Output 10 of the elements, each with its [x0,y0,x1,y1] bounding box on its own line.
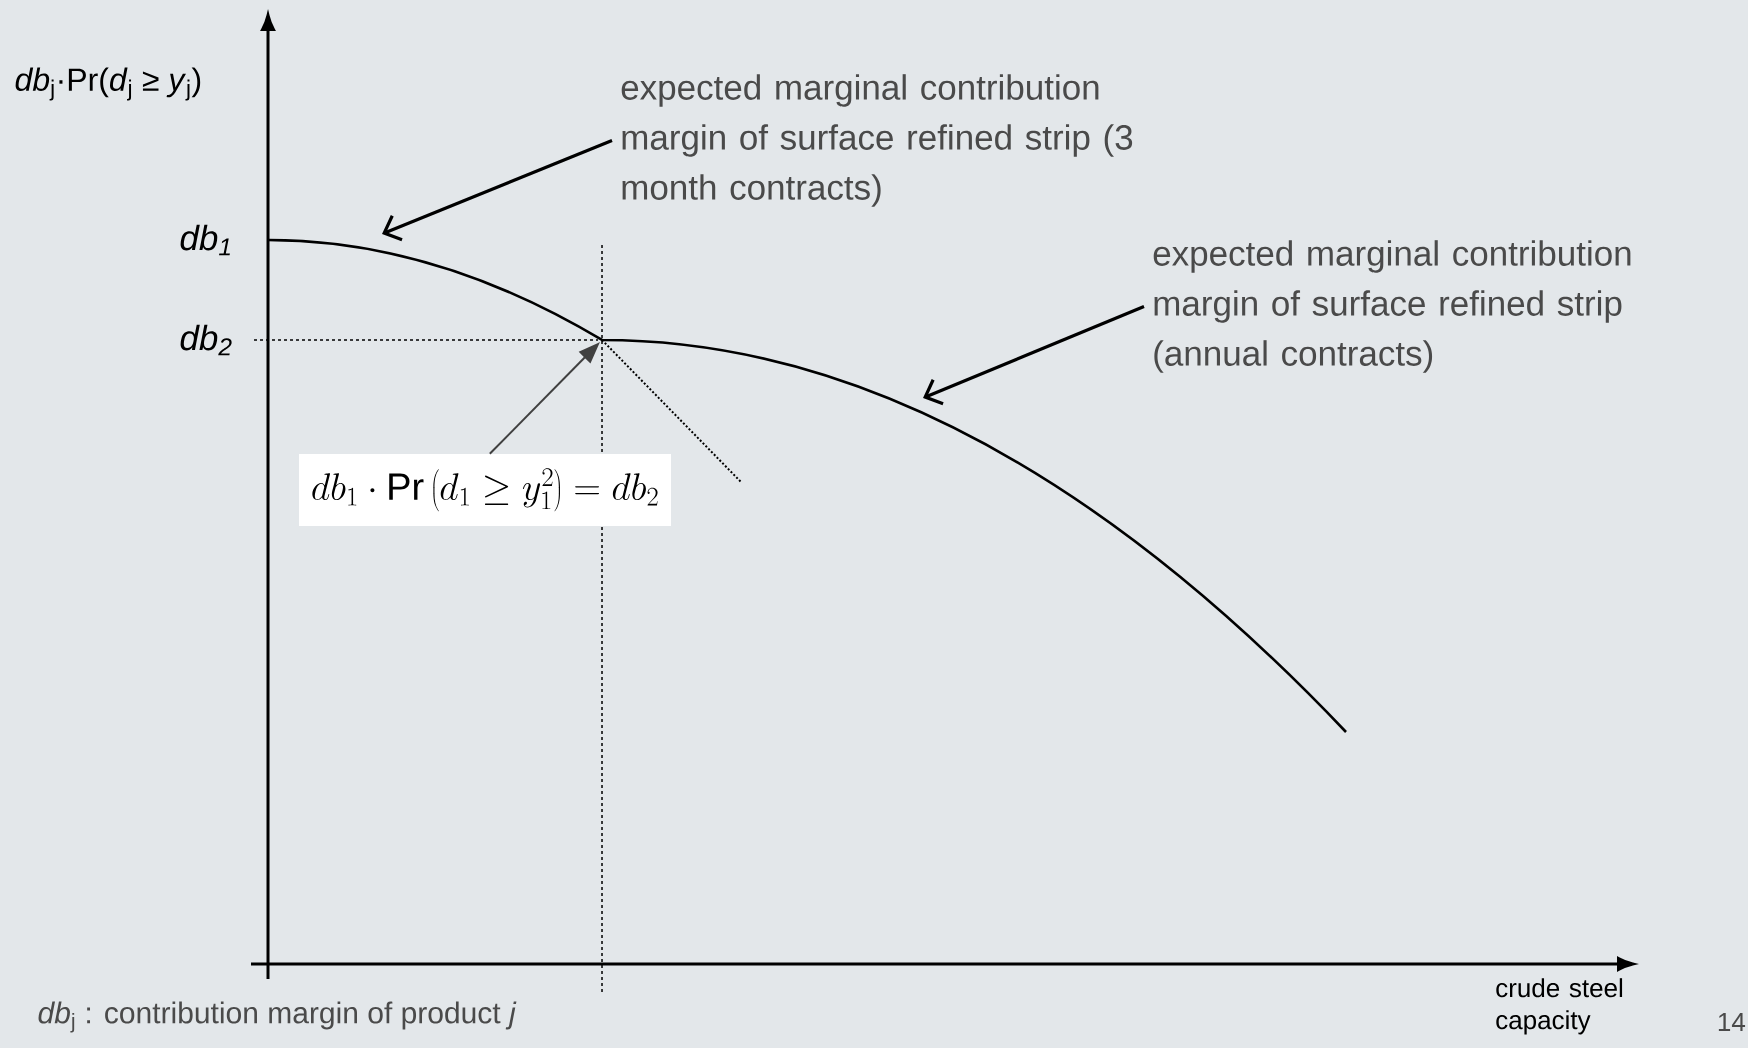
leader-line [923,305,1145,406]
tick-label: db$_{1}$ [180,224,230,256]
axis-label: crude steel capacity [1496,978,1623,1035]
tick-label: db$_{2}$ [180,324,232,356]
annotation-text: expected marginal contribution margin of surface refined strip (3 month contracts) [621,74,1133,207]
footnote: db$_{j}$ : contribution margin of product j [38,1001,517,1033]
axis-label: db$_{j}$·Pr(d$_{j}$ ≥ y$_{j}$) [15,67,201,101]
annotation-text: expected marginal contribution margin of surface refined strip (annual contracts) [1153,240,1631,373]
page-number: 14 [1718,1013,1746,1031]
leader-line [382,139,613,242]
